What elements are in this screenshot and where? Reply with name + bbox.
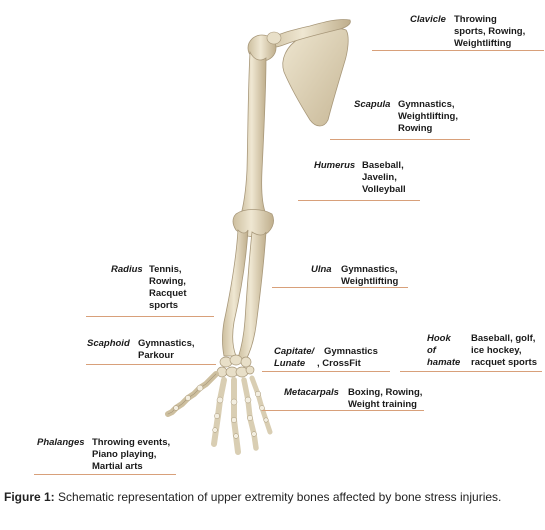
radius-rule: [86, 316, 214, 317]
finger-joints: [173, 384, 269, 439]
radius-sport: Tennis,: [149, 264, 182, 275]
hamate-sport: Baseball, golf,: [471, 333, 536, 344]
clavicle-name: Clavicle: [410, 14, 446, 25]
scapula-rule: [330, 139, 470, 140]
hamate-name: hamate: [427, 357, 461, 368]
ulna-sport: Weightlifting: [341, 276, 399, 287]
capitate-sport: Gymnastics: [324, 346, 378, 357]
figure-caption-prefix: Figure 1:: [4, 490, 55, 504]
phalanges-rule: [34, 474, 176, 475]
radius-sport: Rowing,: [149, 276, 186, 287]
ulna-bone: [237, 231, 267, 361]
metacarpals-sport: Weight training: [348, 399, 417, 410]
hook-of-name: Hook of: [427, 333, 451, 356]
metacarpals-rule: [262, 410, 424, 411]
humerus-sport: Baseball,: [362, 160, 404, 171]
scapula-bone: [282, 28, 349, 127]
scapula-sport: Gymnastics,: [398, 99, 455, 110]
capitate-sport: , CrossFit: [317, 358, 361, 369]
ulna-sport: Gymnastics,: [341, 264, 398, 275]
scaphoid-sport: Gymnastics,: [138, 338, 195, 349]
humerus-sport: Volleyball: [362, 184, 406, 195]
hamate-sport: ice hockey,: [471, 345, 522, 356]
phalanges-sport: Piano playing,: [92, 449, 157, 460]
phalanges-sport: Throwing events,: [92, 437, 171, 448]
carpal-bones: [216, 354, 255, 378]
ulna-rule: [272, 287, 408, 288]
scaphoid-rule: [86, 364, 216, 365]
humerus-rule: [298, 200, 420, 201]
clavicle-bone: [263, 19, 351, 48]
hamate-sport: racquet sports: [471, 357, 537, 368]
upper-extremity-skeleton-diagram: [165, 19, 351, 455]
scaphoid-name: Scaphoid: [87, 338, 130, 349]
lunate-name: Lunate: [274, 358, 306, 369]
clavicle-rule: [372, 50, 544, 51]
humerus-bone: [239, 50, 267, 219]
radius-sport: sports: [149, 300, 179, 311]
radius-sport: Racquet: [149, 288, 187, 299]
radius-name: Radius: [111, 264, 143, 275]
hamate-rule: [400, 371, 542, 372]
scaphoid-sport: Parkour: [138, 350, 174, 361]
figure-caption-text: Schematic representation of upper extrem…: [58, 490, 502, 504]
figure-caption: Figure 1: Schematic representation of up…: [4, 490, 524, 505]
clavicle-sport: Weightlifting: [454, 38, 512, 49]
radius-bone: [222, 229, 249, 357]
scapula-sport: Weightlifting,: [398, 111, 458, 122]
clavicle-sport: Throwing: [454, 14, 497, 25]
ulna-name: Ulna: [311, 264, 332, 275]
hand-bones: [165, 371, 273, 455]
metacarpals-sport: Boxing, Rowing,: [348, 387, 423, 398]
phalanges-sport: Martial arts: [92, 461, 143, 472]
clavicle-sport: sports, Rowing,: [454, 26, 526, 37]
capitate-name: Capitate/: [274, 346, 315, 357]
metacarpals-name: Metacarpals: [284, 387, 339, 398]
phalanges-name: Phalanges: [37, 437, 85, 448]
humerus-name: Humerus: [314, 160, 356, 171]
capitate-rule: [262, 371, 390, 372]
scapula-name: Scapula: [354, 99, 391, 110]
scapula-sport: Rowing: [398, 123, 433, 134]
humerus-sport: Javelin,: [362, 172, 397, 183]
